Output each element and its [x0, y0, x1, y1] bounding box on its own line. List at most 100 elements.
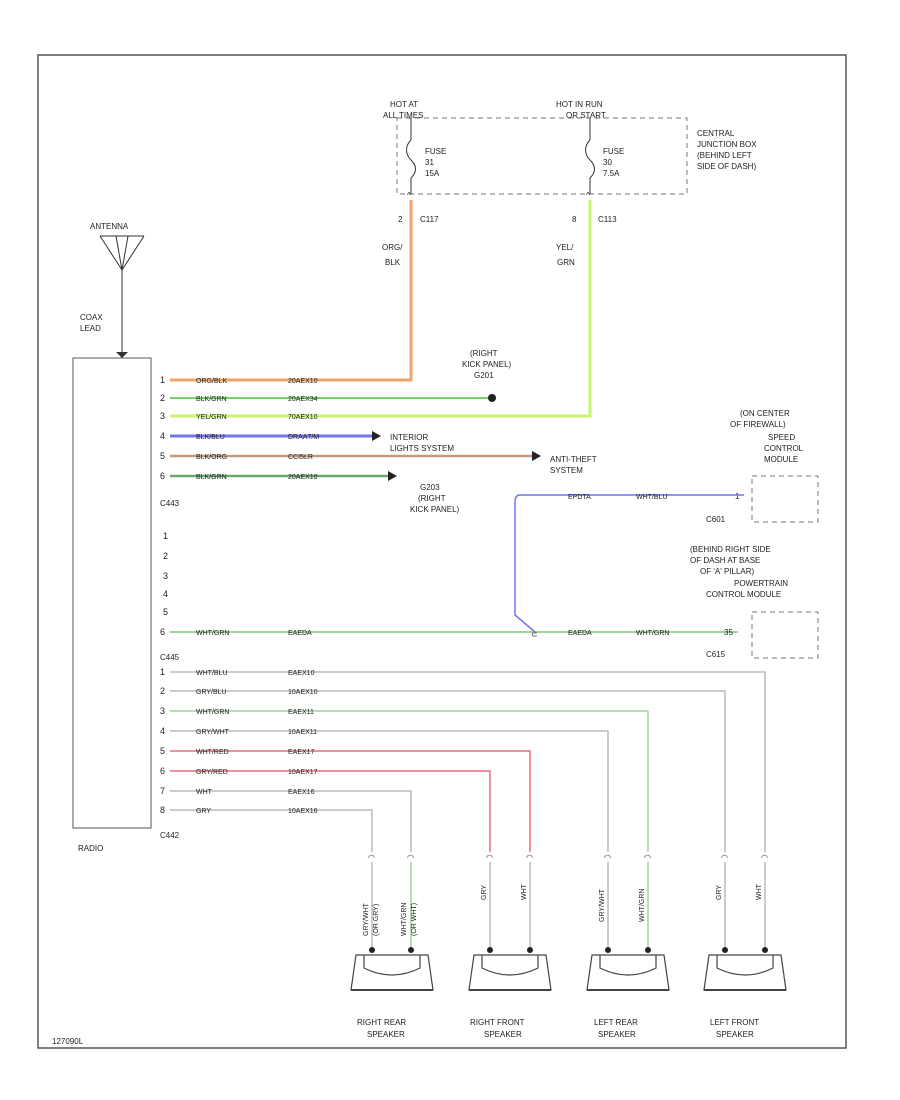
c442-pin: 4	[160, 726, 165, 736]
yel-grn-label-2: GRN	[557, 258, 575, 267]
right-rear-speaker: ◠ ◠ GRY/WHT (OR GRY) WHT/GRN (OR WHT) RI…	[350, 853, 434, 1039]
radio-label: RADIO	[78, 844, 103, 853]
c443-color: BLK/GRN	[196, 474, 227, 481]
c443-color: ORG/BLK	[196, 378, 227, 385]
c443-label: C443	[160, 499, 180, 508]
org-blk-feed-wire	[170, 200, 413, 382]
speaker-wire-right: WHT	[521, 883, 528, 900]
c442-circuit: 10AEX16	[288, 808, 318, 815]
c442-pin7-wire	[170, 790, 412, 852]
speaker-terminal	[369, 947, 375, 953]
c442-pin: 6	[160, 766, 165, 776]
hot-in-run-line2: OR START	[566, 111, 606, 120]
speaker-cone	[363, 955, 421, 976]
c445-wire-circuit: EAEDA	[288, 630, 312, 637]
speaker-name-1: RIGHT REAR	[357, 1018, 406, 1027]
c442-color: GRY/WHT	[196, 729, 230, 736]
c445-pin: 4	[163, 589, 168, 599]
c113-connector: C113	[598, 215, 617, 224]
diagram-frame	[37, 54, 847, 1049]
c443-circuit: CCI5LR	[288, 454, 313, 461]
fuse-30-rating: 7.5A	[603, 169, 620, 178]
speaker-terminal	[487, 947, 493, 953]
junction-box-location-4: SIDE OF DASH)	[697, 162, 756, 171]
c442-label: C442	[160, 831, 180, 840]
speaker-icon	[350, 954, 434, 991]
coax-lead-label-2: LEAD	[80, 324, 101, 333]
hot-at-all-times-line2: ALL TIMES	[383, 111, 423, 120]
c442-color: WHT/BLU	[196, 670, 228, 677]
c445-wire-color: WHT/GRN	[196, 630, 229, 637]
c615-label: C615	[706, 650, 726, 659]
org-blk-label-1: ORG/	[382, 243, 403, 252]
antenna-icon	[99, 235, 145, 352]
connector-icon: ◠	[526, 853, 533, 862]
pcm-outline	[751, 611, 819, 659]
speed-control-name-2: CONTROL	[764, 444, 804, 453]
interior-lights-label-2: LIGHTS SYSTEM	[390, 444, 454, 453]
connector-icon: ◠	[486, 853, 493, 862]
c442-circuit: 10AEX17	[288, 769, 318, 776]
c442-pin: 2	[160, 686, 165, 696]
speaker-name-1: LEFT FRONT	[710, 1018, 759, 1027]
c442-color: WHT/GRN	[196, 709, 229, 716]
c442-wires: 1 WHT/BLU EAEX10 2 GRY/BLU 10AEX10 3 WHT…	[160, 667, 766, 852]
radio-unit: RADIO C443 C445 C442	[72, 357, 180, 853]
g201-label-1: (RIGHT	[470, 349, 498, 358]
junction-box-location-1: CENTRAL	[697, 129, 735, 138]
speaker-drops: ◠ ◠ GRY/WHT (OR GRY) WHT/GRN (OR WHT) RI…	[350, 853, 787, 1039]
junction-box-location-3: (BEHIND LEFT	[697, 151, 752, 160]
speaker-name-2: SPEAKER	[598, 1030, 636, 1039]
c443-pin-labels: 1 ORG/BLK 20AEX10 2 BLK/GRN 20AEX34 3 YE…	[160, 375, 319, 481]
speed-control-name-3: MODULE	[764, 455, 798, 464]
connector-icon: ◠	[721, 853, 728, 862]
antenna: ANTENNA COAX LEAD	[80, 222, 145, 358]
c442-pin: 3	[160, 706, 165, 716]
hot-in-run-line1: HOT IN RUN	[556, 100, 603, 109]
pcm-name-1: POWERTRAIN	[734, 579, 788, 588]
speaker-terminal	[645, 947, 651, 953]
speaker-wire-right: WHT/GRN	[401, 903, 408, 936]
pcm-location-3: OF 'A' PILLAR)	[700, 567, 755, 576]
c442-pin: 1	[160, 667, 165, 677]
c443-pin6-arrow-icon	[388, 471, 397, 481]
c442-pin3-wire	[170, 710, 649, 852]
speed-control-wire-color: WHT/BLU	[636, 494, 668, 501]
speaker-wire-right-alt: (OR WHT)	[411, 903, 418, 936]
speaker-icon	[703, 954, 787, 991]
fuse-31-symbol	[406, 139, 416, 179]
c442-circuit: 10AEX11	[288, 729, 317, 736]
c442-color: WHT/RED	[196, 749, 229, 756]
c442-pin2-wire	[170, 690, 726, 852]
speaker-wire-right: WHT/GRN	[639, 889, 646, 922]
speaker-icon	[468, 954, 552, 991]
coax-lead-label-1: COAX	[80, 313, 103, 322]
c117-connector: C117	[420, 215, 439, 224]
speaker-terminal	[408, 947, 414, 953]
c443-circuit: 20AEX10	[288, 474, 318, 481]
c442-pin8-wire	[170, 809, 373, 852]
c443-pin4-arrow-icon	[372, 431, 381, 441]
yel-grn-feed-wire	[170, 200, 592, 418]
connector-icon: ◠	[368, 853, 375, 862]
interior-lights-label-1: INTERIOR	[390, 433, 428, 442]
org-blk-label-2: BLK	[385, 258, 401, 267]
fuse-31-rating: 15A	[425, 169, 440, 178]
speaker-name-1: LEFT REAR	[594, 1018, 638, 1027]
powertrain-control-module: (BEHIND RIGHT SIDE OF DASH AT BASE OF 'A…	[568, 545, 819, 659]
c442-color: GRY/RED	[196, 769, 228, 776]
antitheft-label-2: SYSTEM	[550, 466, 583, 475]
speaker-wire-left: GRY	[716, 885, 723, 900]
speaker-cone	[599, 955, 657, 976]
connector-icon: ◠	[604, 853, 611, 862]
c443-pin: 1	[160, 375, 165, 385]
speed-control-wire	[514, 494, 744, 633]
c442-circuit: EAEX16	[288, 789, 315, 796]
left-front-speaker: ◠ ◠ GRY WHT LEFT FRONT SPEAKER	[703, 853, 787, 1039]
speed-control-name-1: SPEED	[768, 433, 795, 442]
fuse-31-label: FUSE	[425, 147, 446, 156]
c443-pin5-arrow-icon	[532, 451, 541, 461]
connector-arrow-left: ^	[407, 191, 411, 200]
antenna-connector-icon	[116, 352, 128, 358]
